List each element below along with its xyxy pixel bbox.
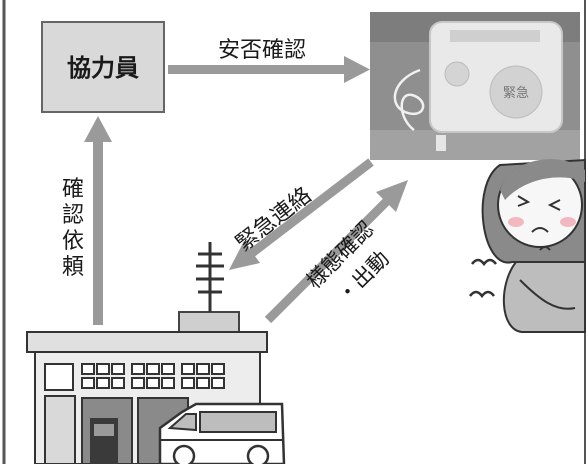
wheel — [246, 444, 270, 464]
status-check-arrow — [264, 180, 408, 324]
ambulance-icon — [158, 402, 286, 464]
pain-mark-icon — [471, 258, 497, 267]
confirm-request-label: 確 認 依 頼 — [62, 177, 84, 280]
safety-check-arrow — [168, 56, 370, 83]
emergency-button-icon — [489, 65, 543, 119]
confirm-request-char: 依 — [62, 229, 84, 254]
body — [503, 261, 586, 333]
wheel — [172, 444, 196, 464]
cheek — [560, 217, 576, 227]
coordinator-label: 協力員 — [67, 54, 139, 82]
person-illustration — [469, 158, 586, 333]
confirm-request-char: 確 — [62, 177, 84, 202]
confirm-request-arrow — [84, 116, 112, 325]
confirm-request-char: 頼 — [62, 255, 84, 280]
device-photo: 緊急 — [370, 12, 580, 160]
emergency-button-mark: 緊急 — [503, 86, 529, 101]
device-cord — [393, 68, 425, 131]
emergency-contact-arrow — [229, 158, 374, 270]
building-roof — [26, 331, 268, 353]
emergency-contact-label: 緊急連絡 — [232, 183, 317, 257]
antenna-icon — [178, 242, 240, 335]
device-plug — [436, 135, 446, 151]
coordinator-box: 協力員 — [41, 21, 165, 113]
pain-mark-icon — [469, 290, 495, 299]
safety-check-label: 安否確認 — [218, 38, 306, 63]
confirm-request-char: 認 — [62, 203, 84, 228]
pain-mark-icon — [539, 246, 551, 251]
cheek — [508, 217, 524, 227]
